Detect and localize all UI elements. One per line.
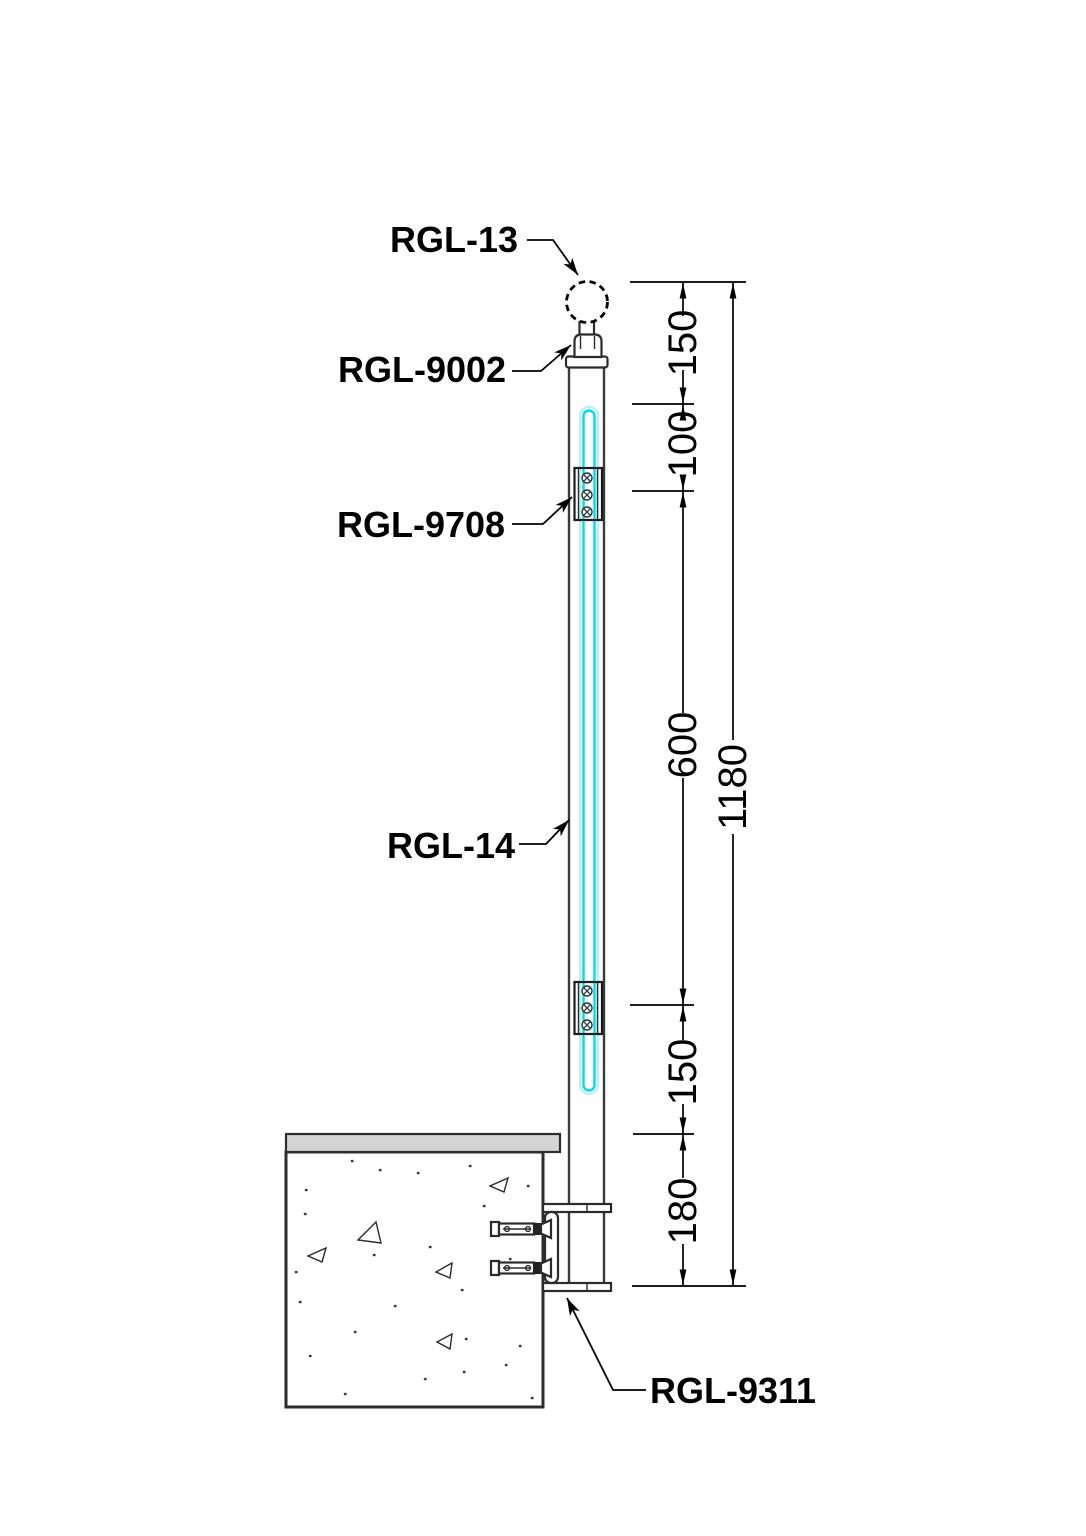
leader-line xyxy=(519,819,570,845)
part-label: RGL-9311 xyxy=(650,1370,816,1411)
glass-clamp-top xyxy=(573,466,604,522)
clamp-bolt-cross xyxy=(583,1004,591,1012)
concrete-block xyxy=(284,1150,545,1409)
anchor-bolt xyxy=(489,1257,553,1279)
aggregate-dots xyxy=(294,1159,538,1400)
arrowhead xyxy=(679,492,687,508)
anchor-pin xyxy=(524,1264,532,1272)
extension-lines xyxy=(630,281,746,1287)
arrowhead xyxy=(729,1269,737,1285)
leader-line xyxy=(527,239,579,276)
arrowhead xyxy=(729,283,737,299)
dimension-value: 150 xyxy=(661,310,705,377)
dimension-value: 180 xyxy=(661,1178,705,1245)
aggregate-triangle xyxy=(434,1261,453,1280)
leader-line xyxy=(566,1297,646,1391)
bracket-bottom-flange xyxy=(541,1281,613,1293)
arrowhead xyxy=(679,1006,687,1022)
post-assembly xyxy=(564,280,609,1288)
aggregate-triangle xyxy=(488,1176,510,1193)
clamp-bolt-cross xyxy=(583,491,591,499)
anchor-pin xyxy=(503,1264,511,1272)
clamp-plate-lines xyxy=(577,982,599,1034)
anchor-pin xyxy=(503,1225,511,1233)
arrowhead xyxy=(679,988,687,1004)
slab-coping xyxy=(284,1132,562,1154)
clamp-bolt-cross xyxy=(583,987,591,995)
post-top-cap xyxy=(564,355,609,369)
aggregate-triangle xyxy=(306,1246,328,1263)
leader-line xyxy=(512,344,572,372)
arrowhead xyxy=(679,1117,687,1133)
arrowhead xyxy=(679,387,687,403)
part-label: RGL-9002 xyxy=(338,349,506,390)
arrowhead xyxy=(679,283,687,299)
handrail-circle xyxy=(565,280,609,324)
bracket-top-flange xyxy=(541,1202,613,1214)
glass-panel xyxy=(578,405,600,1096)
part-label: RGL-13 xyxy=(390,219,518,260)
glass-inner-edge xyxy=(582,409,596,1092)
anchor-head xyxy=(489,1259,501,1277)
glass-outer-edge xyxy=(578,405,600,1096)
clamp-bolt-cross xyxy=(583,508,591,516)
arrowhead xyxy=(679,1135,687,1151)
overall-dimension-value: 1180 xyxy=(711,744,755,830)
part-labels: RGL-13 RGL-9002 RGL-9708 RGL-14 RGL-9311 xyxy=(337,219,816,1411)
dimension-value: 150 xyxy=(661,1039,705,1106)
anchor-bolt xyxy=(489,1218,553,1240)
dimension-value: 600 xyxy=(661,712,705,779)
aggregate-triangle xyxy=(435,1332,453,1351)
saddle-cup xyxy=(573,333,603,359)
arrowhead xyxy=(679,1269,687,1285)
leader-line xyxy=(512,496,573,525)
arrowhead xyxy=(679,474,687,490)
part-label: RGL-14 xyxy=(387,825,515,866)
concrete-base xyxy=(284,1132,562,1409)
clamp-bolt-cross xyxy=(583,474,591,482)
glass-clamp-bottom xyxy=(573,980,604,1036)
dimension-arrowheads xyxy=(679,283,737,1285)
anchor-head xyxy=(489,1220,501,1238)
dimensions: 150 100 600 150 180 1180 xyxy=(630,281,755,1287)
anchor-pin xyxy=(524,1225,532,1233)
anchor-cone xyxy=(539,1218,553,1240)
saddle-cup-inner-lines xyxy=(579,336,596,349)
dimension-value: 100 xyxy=(661,411,705,478)
aggregate-triangle xyxy=(356,1220,382,1244)
clamp-bolt-cross xyxy=(583,1021,591,1029)
clamp-plate-lines xyxy=(577,468,599,520)
clamp-body xyxy=(573,466,604,522)
clamp-body xyxy=(573,980,604,1036)
wall-bracket xyxy=(489,1202,613,1293)
arrowhead xyxy=(679,405,687,421)
part-label: RGL-9708 xyxy=(337,504,505,545)
anchor-cone xyxy=(539,1257,553,1279)
